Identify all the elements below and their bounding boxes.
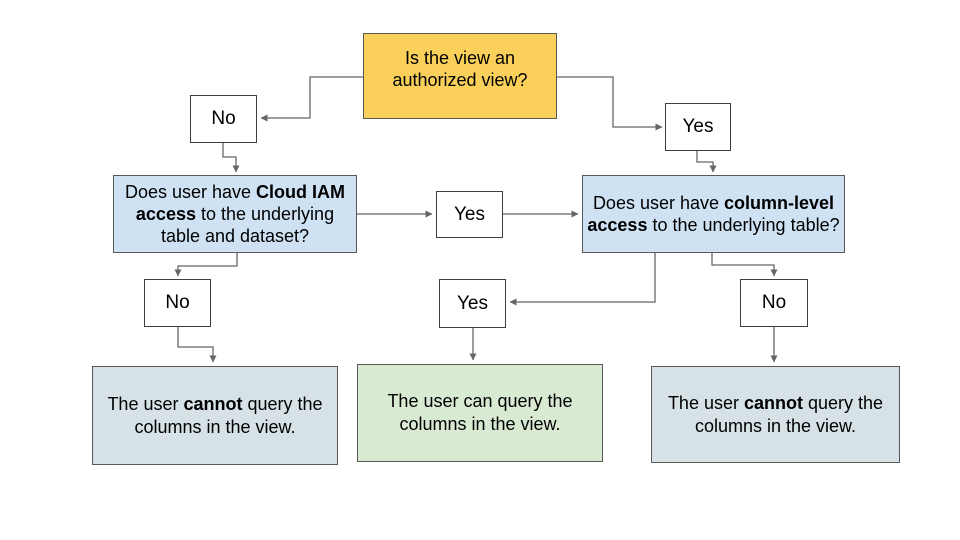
node-iam-no-label: No [165, 292, 190, 313]
node-root-yes: Yes [665, 103, 731, 151]
connector-iam-question-to-no [174, 253, 238, 277]
node-authorized-view-question-label: Is the view an authorized view? [392, 48, 528, 90]
node-result-can-query-label: The user can query the columns in the vi… [387, 391, 573, 434]
node-iam-no: No [144, 279, 211, 327]
node-result-cannot-query-left-label: The user cannot query the columns in the… [107, 393, 323, 437]
node-column-yes-label: Yes [457, 292, 488, 314]
connector-yes-to-column-question [696, 151, 717, 173]
connector-column-question-to-no [711, 253, 778, 277]
node-column-no: No [740, 279, 808, 327]
connector-no-to-iam-question [222, 143, 240, 173]
node-iam-access-question: Does user have Cloud IAM access to the u… [113, 175, 357, 253]
connector-root-to-yes [557, 76, 663, 131]
node-column-access-question-label: Does user have column-level access to th… [587, 193, 840, 235]
node-iam-access-question-label: Does user have Cloud IAM access to the u… [124, 182, 346, 246]
node-result-cannot-query-left: The user cannot query the columns in the… [92, 366, 338, 465]
node-root-no-label: No [211, 108, 236, 129]
node-root-yes-label: Yes [682, 116, 714, 137]
connector-root-to-no [260, 76, 363, 122]
connector-column-question-to-yes [509, 253, 656, 306]
node-column-no-label: No [761, 292, 787, 313]
node-iam-yes-label: Yes [454, 203, 485, 225]
node-result-can-query: The user can query the columns in the vi… [357, 364, 603, 462]
node-root-no: No [190, 95, 257, 143]
node-authorized-view-question: Is the view an authorized view? [363, 33, 557, 119]
connector-no-to-result-left [177, 327, 217, 363]
node-result-cannot-query-right: The user cannot query the columns in the… [651, 366, 900, 463]
node-iam-yes: Yes [436, 191, 503, 238]
node-column-yes: Yes [439, 279, 506, 328]
node-column-access-question: Does user have column-level access to th… [582, 175, 845, 253]
node-result-cannot-query-right-label: The user cannot query the columns in the… [667, 392, 884, 436]
